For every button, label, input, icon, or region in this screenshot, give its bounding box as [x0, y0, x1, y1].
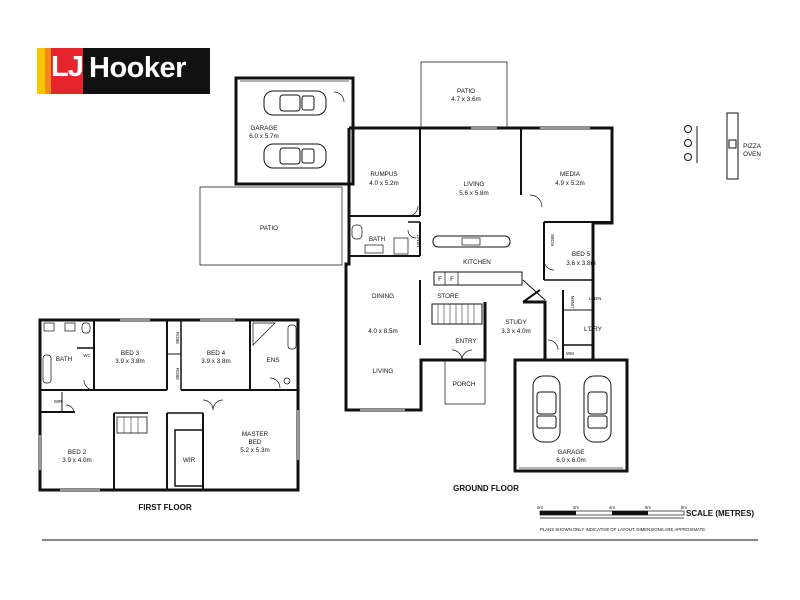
- store-label: STORE: [437, 293, 459, 300]
- disclaimer-text: PLANS SHOWN ONLY INDICATIVE OF LAYOUT. D…: [540, 527, 706, 532]
- rumpus-dims: 4.0 x 5.2m: [369, 180, 398, 187]
- bed4-label: BED 4: [207, 350, 226, 357]
- patio-left-outline: [199, 186, 343, 266]
- ens-label: ENS: [267, 357, 280, 364]
- garage-top-walls: [234, 76, 355, 186]
- study-label: STUDY: [505, 319, 527, 326]
- bed2-dims: 3.9 x 4.0m: [62, 457, 91, 464]
- bed5-label: BED 5: [572, 251, 591, 258]
- logo-orange-stripe: [45, 48, 51, 94]
- lj-hooker-logo: LJ Hooker: [37, 48, 210, 94]
- media-dims: 4.9 x 5.2m: [555, 180, 584, 187]
- pizza-oven-structure: [684, 112, 739, 180]
- dining-label: DINING: [372, 293, 394, 300]
- ff-bath-label: BATH: [56, 356, 73, 363]
- scale-tick-8: 8m: [681, 505, 687, 510]
- garage-bottom-walls: [513, 358, 629, 473]
- scale-tick-2: 2m: [573, 505, 579, 510]
- garage-top-dims: 6.0 x 5.7m: [249, 133, 278, 140]
- master-label-1: MASTER: [242, 431, 269, 438]
- living-lower-label: LIVING: [373, 368, 394, 375]
- living-dims: 5.6 x 5.8m: [459, 190, 488, 197]
- logo-hooker-text: Hooker: [89, 52, 186, 84]
- kitchen-label: KITCHEN: [463, 259, 491, 266]
- robe-label-1: ROBE: [175, 332, 180, 344]
- wc-label: WC: [83, 353, 90, 358]
- scale-tick-0: 0m: [537, 505, 543, 510]
- wir-label-1: WIR: [54, 399, 62, 404]
- first-floor-outer-walls: [38, 318, 300, 492]
- linen-label-1: LINEN: [416, 235, 421, 248]
- pizza-oven-label-2: OVEN: [743, 151, 761, 158]
- laundry-label: L'DRY: [584, 326, 603, 333]
- linen-label-3: LINEN: [589, 296, 602, 301]
- bed5-dims: 3.6 x 3.8m: [566, 260, 595, 267]
- scale-bar: 0m 2m 4m 6m 8m SCALE (METRES) PLANS SHOW…: [537, 505, 754, 532]
- patio-top-outline: [420, 61, 508, 129]
- kitchen-island: [432, 235, 511, 248]
- living-label: LIVING: [464, 181, 485, 188]
- washing-machine-label: WM: [566, 351, 574, 356]
- cooktop-icon: [461, 237, 481, 246]
- rumpus-label: RUMPUS: [370, 171, 397, 178]
- scale-tick-6: 6m: [645, 505, 651, 510]
- garage-top-label: GARAGE: [251, 125, 278, 132]
- bath-label: BATH: [369, 236, 386, 243]
- porch-label: PORCH: [453, 381, 476, 388]
- car-icon: [583, 375, 612, 443]
- scale-title: SCALE (METRES): [686, 509, 754, 518]
- patio-top-dims: 4.7 x 3.6m: [451, 96, 480, 103]
- linen-label-2: LINEN: [570, 296, 575, 309]
- fridge-label-1: F: [438, 276, 442, 283]
- bed2-label: BED 2: [68, 449, 87, 456]
- patio-top-label: PATIO: [457, 88, 475, 95]
- dining-dims: 4.0 x 8.5m: [368, 328, 397, 335]
- ground-floor-labels: GARAGE 6.0 x 5.7m PATIO 4.7 x 3.6m PATIO…: [249, 88, 761, 493]
- kitchen-bench: [433, 271, 523, 286]
- bed3-label: BED 3: [121, 350, 140, 357]
- bed4-dims: 3.9 x 3.8m: [201, 358, 230, 365]
- car-icon: [532, 375, 561, 443]
- ground-floor-plan: [199, 61, 739, 473]
- master-label-2: BED: [249, 439, 262, 446]
- logo-lj-text: LJ: [51, 51, 84, 83]
- wir-label-2: WIR: [183, 457, 196, 464]
- bed3-dims: 3.9 x 3.8m: [115, 358, 144, 365]
- car-icon: [263, 143, 327, 169]
- stairs-first: [116, 416, 148, 434]
- garage-bottom-label: GARAGE: [558, 449, 585, 456]
- scale-tick-4: 4m: [609, 505, 615, 510]
- first-floor-labels: BATH WC WIR BED 3 3.9 x 3.8m ROBE ROBE B…: [54, 332, 280, 512]
- ground-floor-title: GROUND FLOOR: [453, 484, 519, 493]
- garage-bottom-dims: 6.0 x 6.0m: [556, 457, 585, 464]
- logo-yellow-stripe: [37, 48, 45, 94]
- logo-black-block: [83, 48, 210, 94]
- car-icon: [263, 90, 327, 116]
- first-floor-title: FIRST FLOOR: [138, 503, 192, 512]
- master-dims: 5.2 x 5.3m: [240, 447, 269, 454]
- porch-outline: [444, 360, 486, 405]
- stairs-ground: [431, 303, 483, 325]
- media-label: MEDIA: [560, 171, 581, 178]
- study-dims: 3.3 x 4.0m: [501, 328, 530, 335]
- pizza-oven-label-1: PIZZA: [743, 143, 762, 150]
- patio-left-label: PATIO: [260, 225, 278, 232]
- first-floor-plan: [38, 318, 300, 492]
- fridge-label-2: F: [450, 276, 454, 283]
- robe-label-2: ROBE: [175, 368, 180, 380]
- garage-side-door-swing: [333, 91, 345, 103]
- robe-label: ROBE: [550, 234, 555, 246]
- entry-label: ENTRY: [455, 338, 477, 345]
